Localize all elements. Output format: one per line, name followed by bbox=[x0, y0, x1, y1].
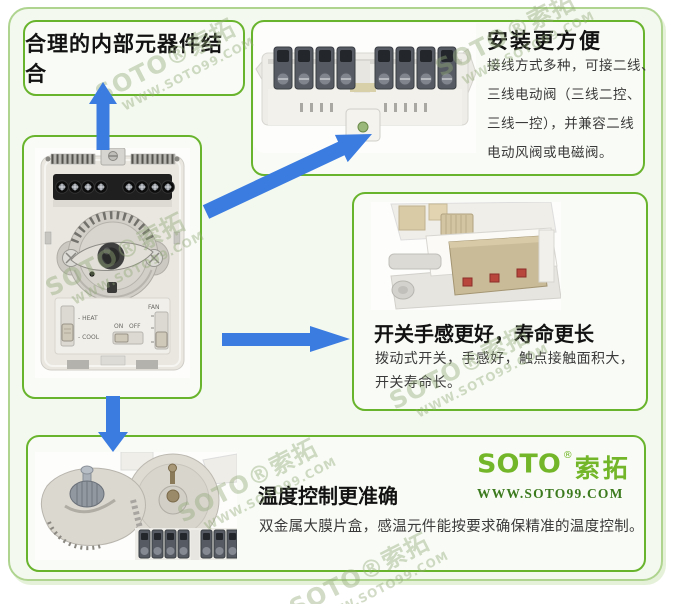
diaphragm-disc bbox=[126, 453, 220, 547]
temperature-title: 温度控制更准确 bbox=[258, 484, 398, 508]
soto-logo: SOTO ® 索拓 WWW.SOTO99.COM bbox=[477, 449, 631, 502]
adjustment-knob bbox=[69, 465, 105, 508]
thermostat-illustration: - HEAT - COOL ON OFF FAN bbox=[35, 148, 190, 378]
terminal-block-photo bbox=[254, 23, 476, 153]
logo-website-url: WWW.SOTO99.COM bbox=[477, 486, 624, 501]
fan-slider bbox=[155, 331, 168, 348]
onoff-slider bbox=[114, 333, 129, 343]
on-label: ON bbox=[114, 323, 123, 330]
intro-title: 合理的内部元器件结合 bbox=[25, 32, 223, 86]
dial-assembly bbox=[56, 210, 170, 302]
temperature-body: 双金属大膜片盒，感温元件能按要求确保精准的温度控制。 bbox=[259, 519, 644, 535]
thermostat-internals-photo: - HEAT - COOL ON OFF FAN bbox=[35, 148, 190, 378]
registered-mark: ® bbox=[562, 450, 573, 461]
feature-box-intro: 合理的内部元器件结合 bbox=[23, 20, 245, 96]
heat-label: - HEAT bbox=[78, 315, 98, 322]
off-label: OFF bbox=[129, 323, 141, 330]
logo-brand-latin: SOTO bbox=[477, 449, 561, 480]
diaphragm-illustration bbox=[35, 452, 237, 560]
terminal-row bbox=[135, 528, 237, 560]
terminal-screw-heads bbox=[55, 180, 175, 194]
terminal-screws bbox=[273, 46, 457, 90]
switch-panel: - HEAT - COOL ON OFF FAN bbox=[54, 297, 171, 355]
switch-line: 开关寿命长。 bbox=[375, 375, 462, 391]
switch-windows bbox=[462, 268, 527, 287]
logo-brand-chinese: 索拓 bbox=[574, 454, 631, 483]
slide-switch-illustration bbox=[371, 202, 561, 310]
switch-body: 拨动式开关，手感好，触点接触面积大， 开关寿命长。 bbox=[375, 347, 634, 395]
install-title: 安装更方便 bbox=[487, 29, 602, 53]
mounting-screw-hole bbox=[357, 121, 369, 133]
switch-line: 拨动式开关，手感好，触点接触面积大， bbox=[375, 351, 635, 367]
cam-plate bbox=[40, 467, 146, 551]
cool-label: - COOL bbox=[78, 334, 100, 341]
install-line: 接线方式多种，可接二线、 bbox=[487, 58, 655, 74]
install-line: 三线电动阀（三线二控、 bbox=[487, 87, 641, 103]
switch-title: 开关手感更好，寿命更长 bbox=[374, 322, 594, 346]
fan-label: FAN bbox=[148, 304, 160, 311]
install-body: 接线方式多种，可接二线、 三线电动阀（三线二控、 三线一控），并兼容二线 电动风… bbox=[487, 52, 655, 168]
switch-bank bbox=[448, 235, 548, 296]
terminal-block-illustration bbox=[254, 23, 476, 153]
install-line: 电动风阀或电磁阀。 bbox=[487, 145, 613, 161]
install-line: 三线一控），并兼容二线 bbox=[487, 116, 635, 132]
slide-switch-photo bbox=[371, 202, 561, 310]
diaphragm-photo bbox=[35, 452, 237, 560]
